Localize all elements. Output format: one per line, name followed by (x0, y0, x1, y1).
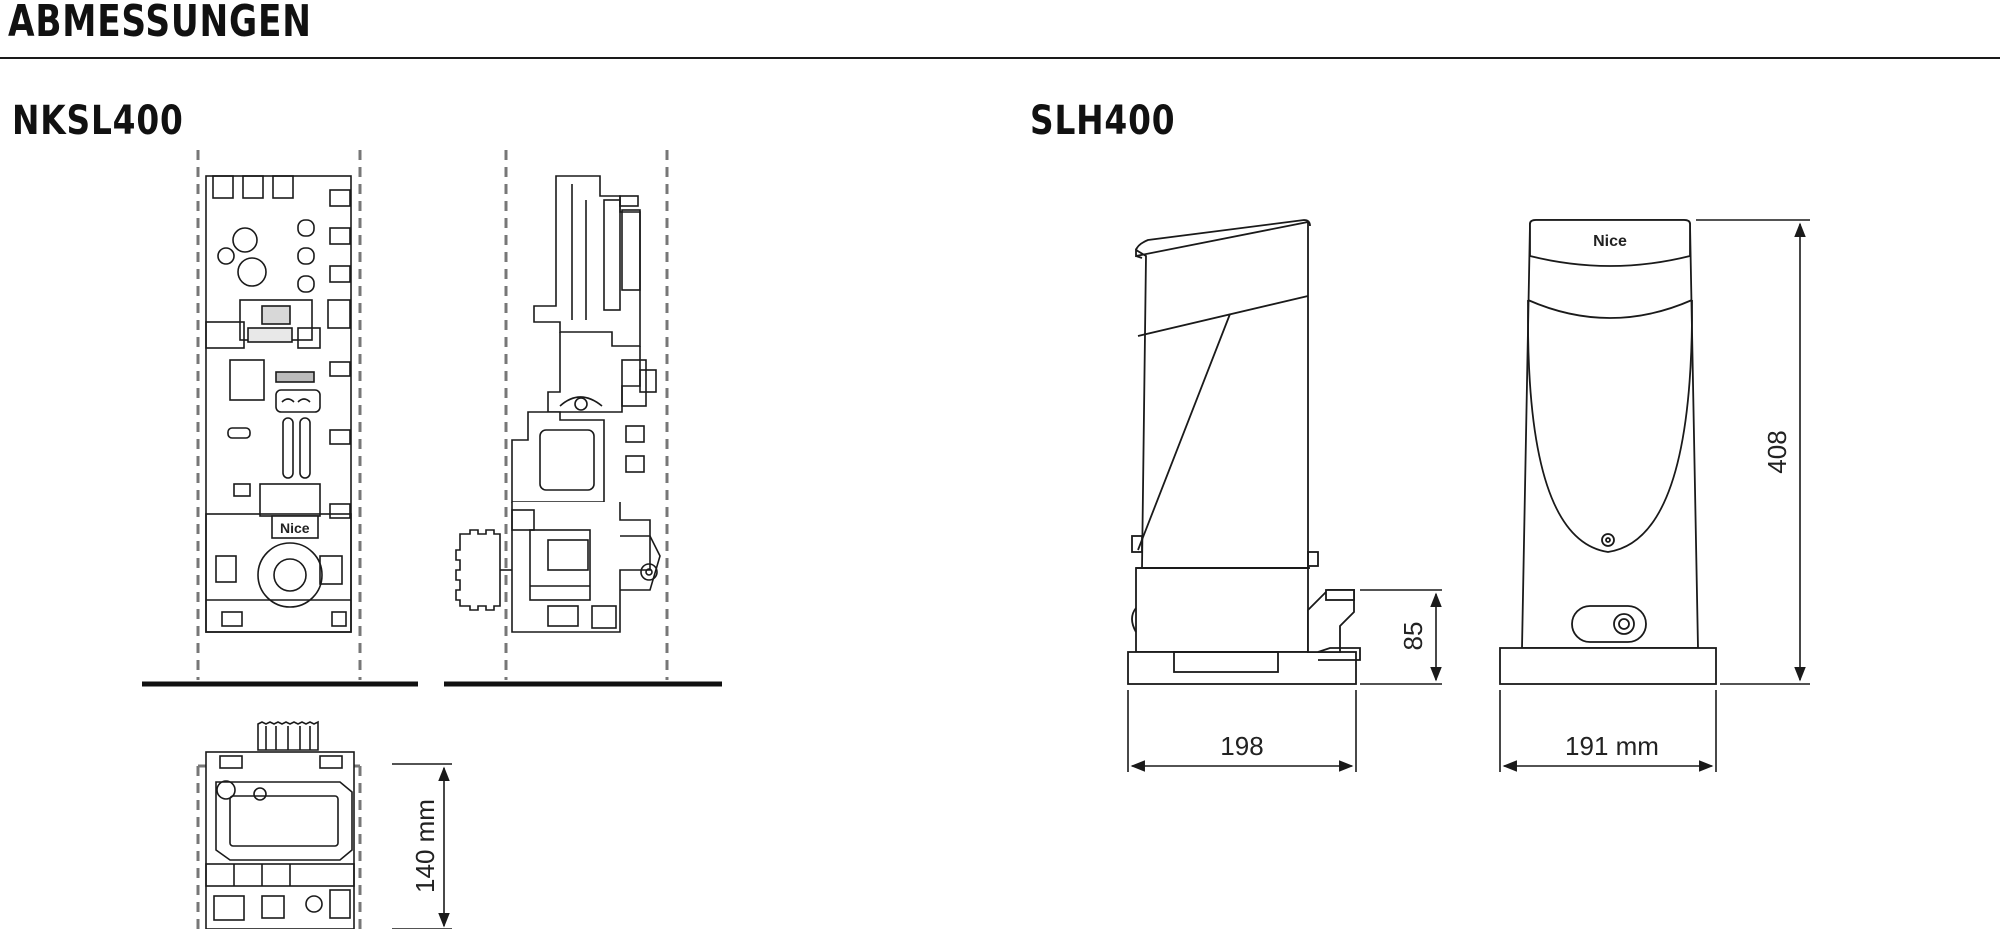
slh400-height-label: 408 (1762, 430, 1792, 473)
nksl400-logo: Nice (280, 520, 310, 536)
slh400-front-plinth (1499, 647, 1717, 685)
side-body-upper (533, 175, 641, 347)
slh400-front-cap (1529, 219, 1691, 267)
nksl400-depth-dimension (392, 763, 452, 929)
nksl400-top-view (196, 720, 362, 929)
nksl400-side-view (455, 150, 669, 680)
slh400-front-width-label: 191 mm (1565, 731, 1659, 761)
top-body (205, 751, 355, 929)
slh400-front-view (1499, 219, 1717, 685)
slh400-side-body (1135, 220, 1309, 569)
slh400-front-dimensions (1499, 219, 1810, 772)
side-lower-housing (511, 502, 651, 633)
slh400-base-height-label: 85 (1398, 622, 1428, 651)
front-lower-housing (205, 513, 352, 633)
slh400-title: SLH400 (1030, 98, 1176, 144)
slh400-side-width-label: 198 (1220, 731, 1263, 761)
nksl400-title: NKSL400 (12, 98, 184, 144)
page-heading: ABMESSUNGEN (8, 0, 312, 47)
nksl400-front-view: Nice (196, 150, 362, 680)
slh400-side-dimensions (1127, 589, 1442, 772)
slh400-side-view (1127, 219, 1361, 685)
side-pinion-gear (455, 529, 501, 611)
slh400-side-plinth (1127, 651, 1357, 685)
nksl400-depth-label: 140 mm (410, 799, 440, 893)
side-motor (511, 411, 605, 503)
slh400-front-body (1521, 219, 1699, 649)
slh400-side-base (1135, 567, 1309, 653)
slh400-logo: Nice (1593, 233, 1627, 250)
